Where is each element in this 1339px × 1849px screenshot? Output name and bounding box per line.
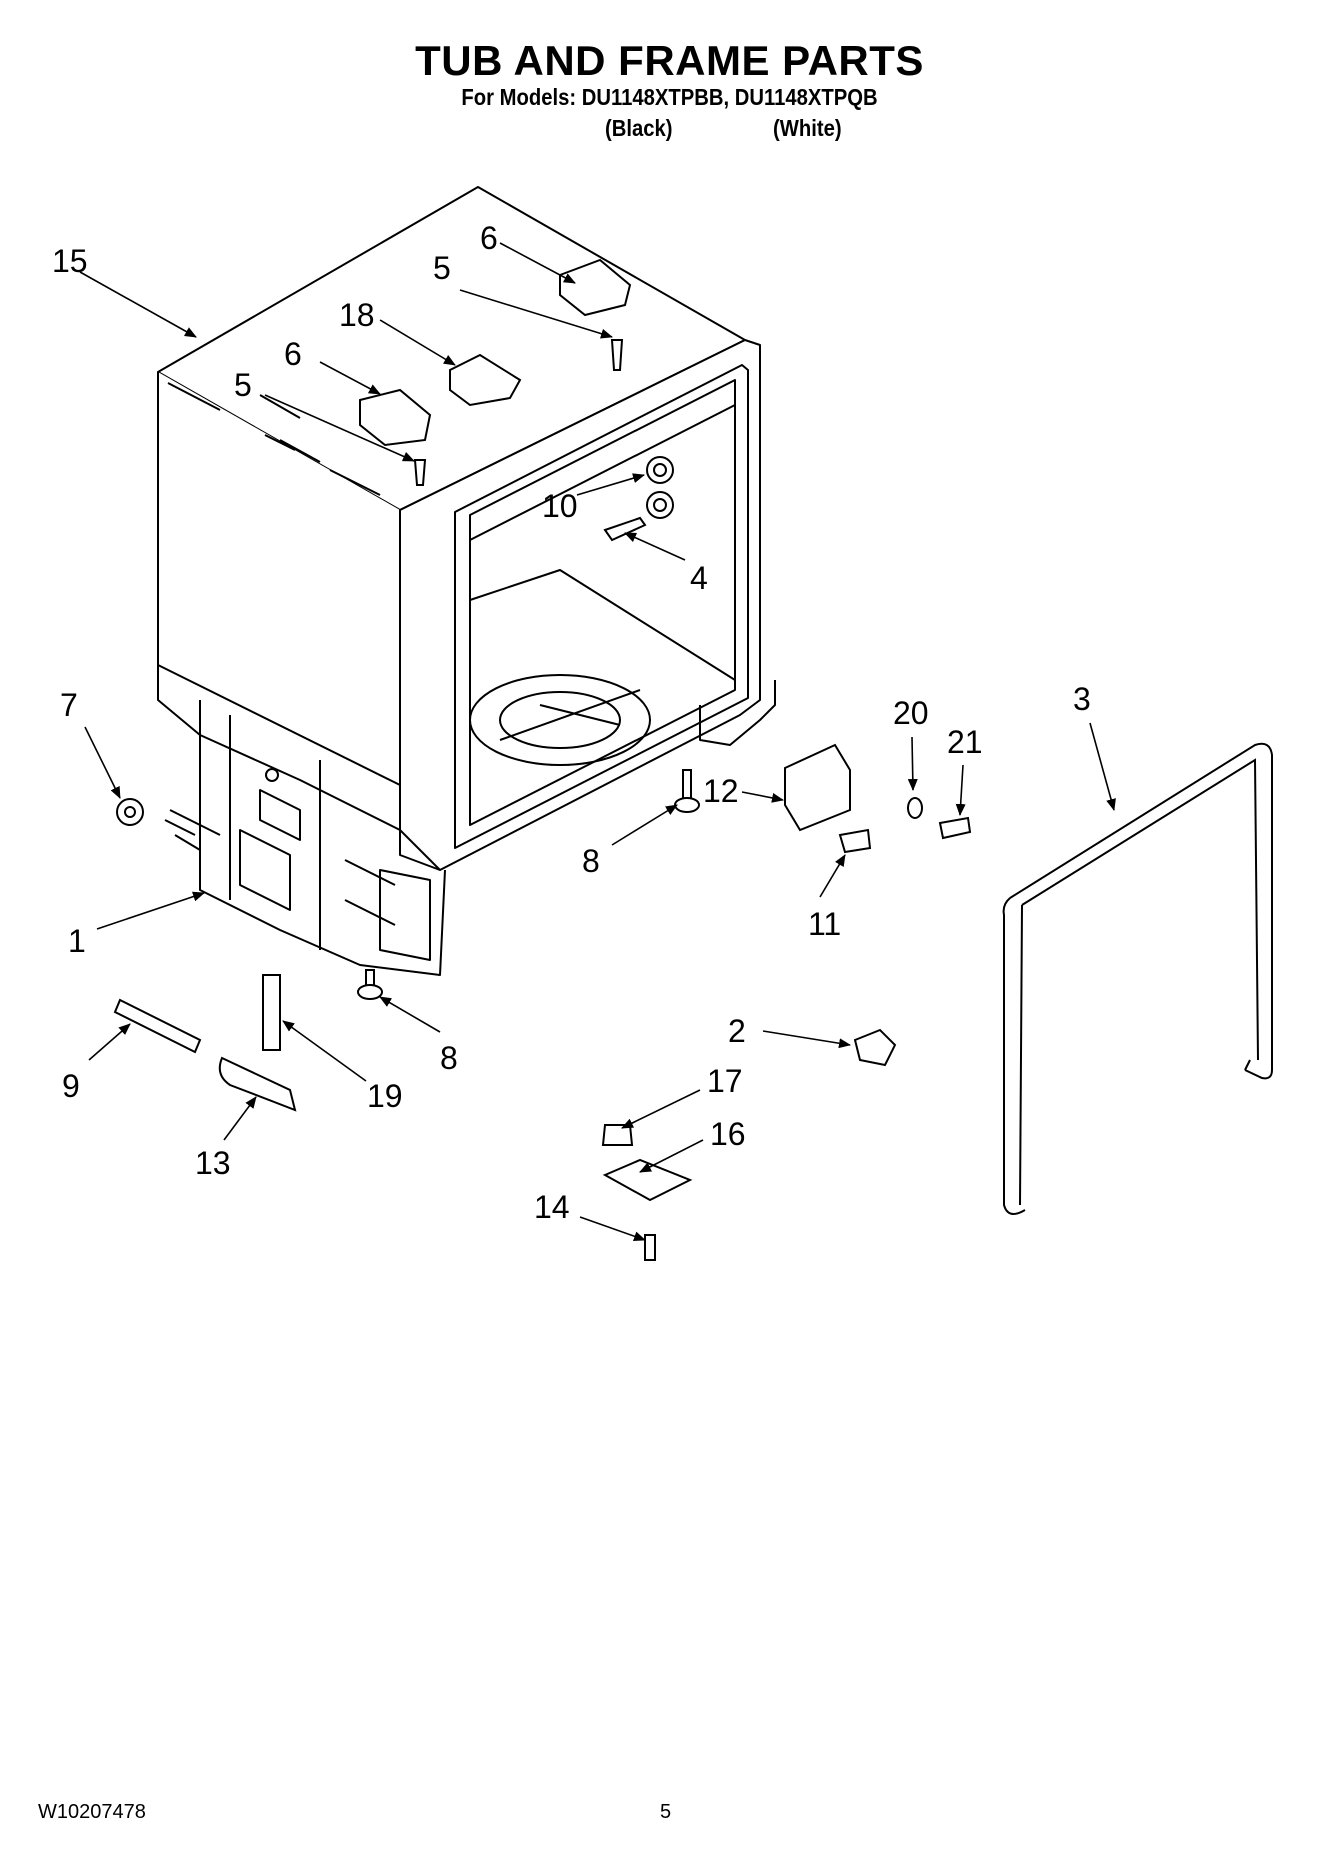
callout-8-upper: 8 xyxy=(582,843,600,879)
callout-8-lower: 8 xyxy=(440,1040,458,1076)
callout-4: 4 xyxy=(690,560,708,596)
page-number: 5 xyxy=(660,1801,672,1823)
callout-15: 15 xyxy=(52,243,88,279)
page-title: TUB AND FRAME PARTS xyxy=(415,37,924,84)
callout-9: 9 xyxy=(62,1068,80,1104)
callout-10: 10 xyxy=(542,488,578,524)
callout-12: 12 xyxy=(703,773,739,809)
models-line: For Models: DU1148XTPBB, DU1148XTPQB xyxy=(461,84,878,110)
variant-black-label: (Black) xyxy=(605,115,673,141)
callout-13: 13 xyxy=(195,1145,231,1181)
callout-1: 1 xyxy=(68,923,86,959)
callout-6-left: 6 xyxy=(284,336,302,372)
callout-19: 19 xyxy=(367,1078,403,1114)
callout-11: 11 xyxy=(808,906,841,942)
door-gasket xyxy=(1002,742,1273,1215)
callout-6-upper: 6 xyxy=(480,220,498,256)
callout-3: 3 xyxy=(1073,681,1091,717)
callout-labels: 15 6 5 18 6 5 10 4 7 20 3 21 12 8 1 11 9… xyxy=(52,220,1091,1225)
callout-7: 7 xyxy=(60,687,78,723)
callout-20: 20 xyxy=(893,695,929,731)
callout-5-left: 5 xyxy=(234,367,252,403)
tub-assembly xyxy=(157,186,776,976)
callout-16: 16 xyxy=(710,1116,746,1152)
document-number: W10207478 xyxy=(38,1801,146,1823)
callout-14: 14 xyxy=(534,1189,570,1225)
callout-5-upper: 5 xyxy=(433,250,451,286)
callout-18: 18 xyxy=(339,297,375,333)
leader-lines xyxy=(79,242,1116,1242)
callout-21: 21 xyxy=(947,724,983,760)
small-parts xyxy=(113,258,972,1261)
callout-2: 2 xyxy=(728,1013,746,1049)
callout-17: 17 xyxy=(707,1063,743,1099)
variant-white-label: (White) xyxy=(773,115,842,141)
